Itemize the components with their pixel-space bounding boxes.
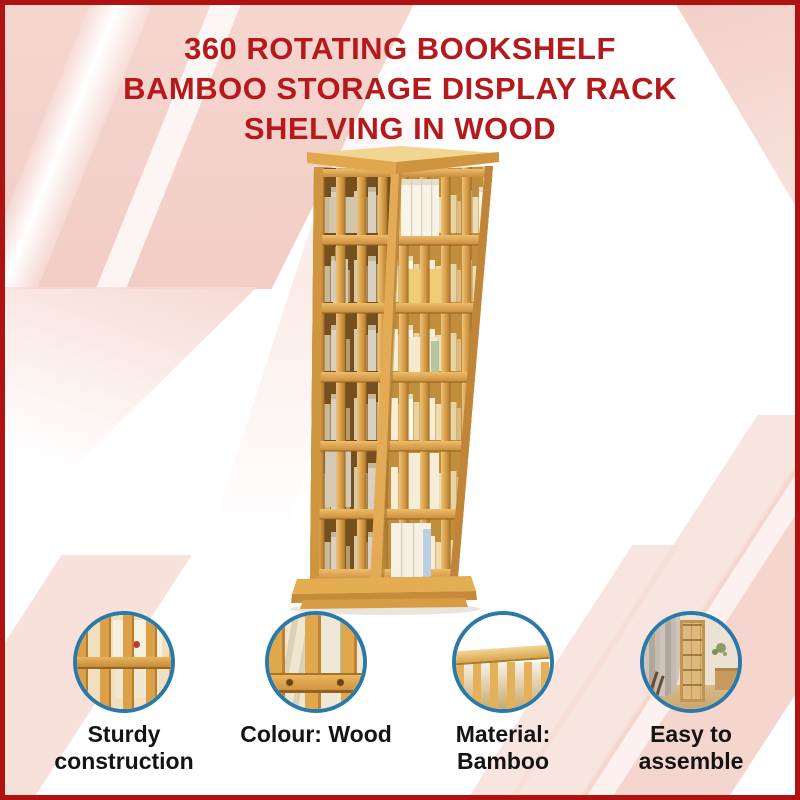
photo-bamboo-slats bbox=[269, 615, 363, 709]
photo-curtain bbox=[644, 615, 680, 696]
feature-photo-room bbox=[640, 611, 742, 713]
feature-material-bamboo: Material: Bamboo bbox=[411, 611, 595, 775]
photo-plant bbox=[715, 643, 726, 654]
photo-sideboard bbox=[715, 668, 738, 691]
title-line-1: 360 ROTATING BOOKSHELF bbox=[184, 31, 616, 66]
feature-sturdy-construction: Sturdy construction bbox=[32, 611, 216, 775]
feature-label: Easy to assemble bbox=[638, 721, 744, 774]
decorative-pink-fade bbox=[5, 287, 257, 535]
bookshelf-product-photo bbox=[290, 146, 499, 615]
feature-photo-sturdy bbox=[73, 611, 175, 713]
product-title: 360 ROTATING BOOKSHELF BAMBOO STORAGE DI… bbox=[5, 29, 795, 149]
photo-bamboo-slats bbox=[456, 662, 550, 709]
photo-shelf-rail bbox=[77, 657, 171, 669]
feature-colour-wood: Colour: Wood bbox=[224, 611, 408, 748]
shelf-base bbox=[290, 576, 480, 615]
photo-empty-shelf bbox=[679, 619, 706, 703]
feature-photo-wood bbox=[265, 611, 367, 713]
feature-easy-assemble: Easy to assemble bbox=[599, 611, 783, 775]
photo-shelf-rail bbox=[269, 673, 363, 694]
feature-label: Colour: Wood bbox=[240, 721, 392, 747]
title-line-2: BAMBOO STORAGE DISPLAY RACK bbox=[123, 71, 677, 106]
feature-label: Sturdy construction bbox=[54, 721, 194, 774]
title-line-3: SHELVING IN WOOD bbox=[243, 111, 557, 146]
feature-label: Material: Bamboo bbox=[455, 721, 551, 774]
feature-photo-bamboo bbox=[452, 611, 554, 713]
